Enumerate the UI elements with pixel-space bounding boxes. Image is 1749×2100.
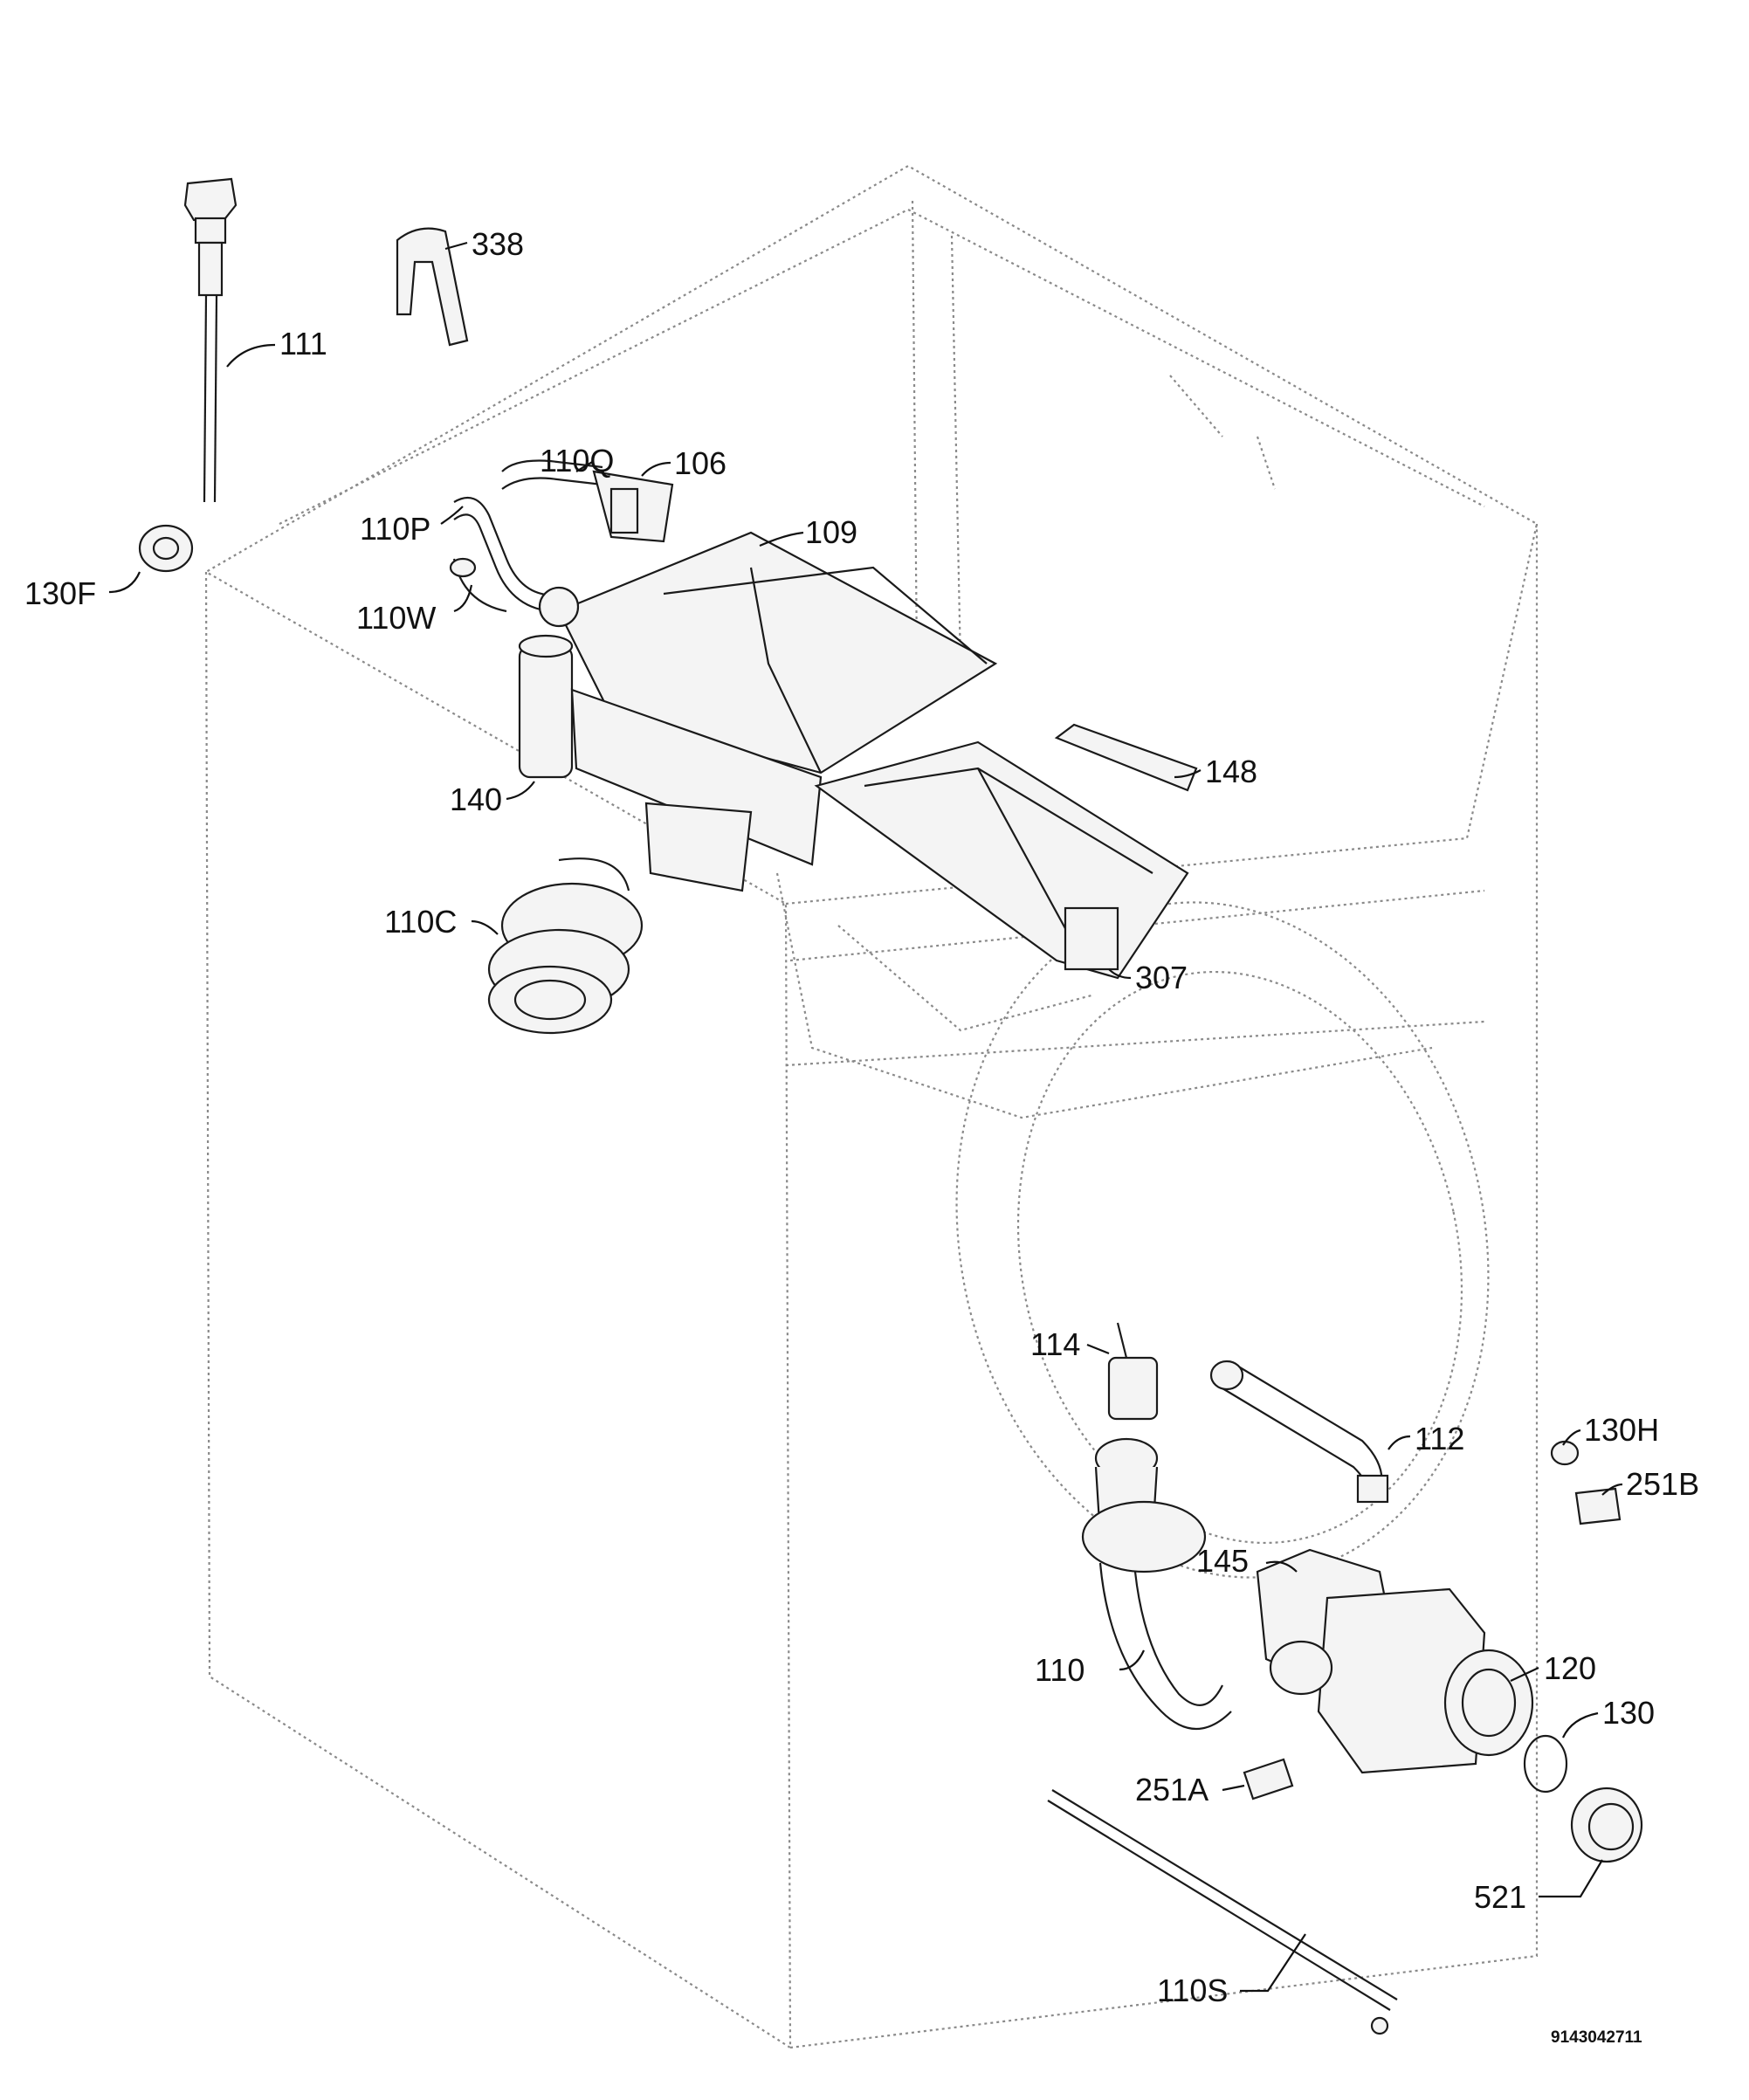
panel-strip-148-part xyxy=(1054,723,1198,792)
pressure-switch-114-part xyxy=(1107,1322,1159,1421)
cabinet-outline xyxy=(204,164,1539,2050)
part-label-110Q: 110Q xyxy=(540,443,615,479)
internal-hoses-part xyxy=(449,459,603,613)
part-label-148: 148 xyxy=(1205,754,1258,789)
part-label-110S: 110S xyxy=(1157,1973,1229,2008)
o-ring-130-part xyxy=(1523,1734,1568,1794)
clip-251B-part xyxy=(1574,1487,1622,1525)
rod-110S-part xyxy=(1047,1789,1398,2035)
part-label-110W: 110W xyxy=(356,600,437,636)
part-label-140: 140 xyxy=(450,781,503,817)
part-label-251B: 251B xyxy=(1626,1466,1700,1502)
part-label-111: 111 xyxy=(279,326,327,361)
inlet-hose-part xyxy=(183,177,238,503)
sump-hose-110-part xyxy=(1081,1437,1232,1730)
part-label-110C: 110C xyxy=(384,904,458,940)
part-label-307: 307 xyxy=(1135,960,1188,995)
inlet-valve-part xyxy=(592,470,674,543)
clip-251A-part xyxy=(1243,1758,1294,1800)
part-label-110: 110 xyxy=(1035,1652,1085,1688)
hose-clip-part xyxy=(396,227,469,347)
part-label-130: 130 xyxy=(1602,1695,1656,1731)
part-label-145: 145 xyxy=(1196,1543,1250,1579)
part-label-112: 112 xyxy=(1415,1421,1465,1456)
part-label-130F: 130F xyxy=(24,575,97,611)
leader-lines xyxy=(108,241,1623,1993)
filter-cap-521-part xyxy=(1570,1787,1643,1863)
dispenser-housing-part xyxy=(518,531,998,892)
part-label-114: 114 xyxy=(1030,1326,1081,1362)
nut-130H-part xyxy=(1550,1440,1580,1466)
part-label-130H: 130H xyxy=(1584,1412,1660,1448)
drain-pump-part xyxy=(1256,1548,1534,1774)
part-label-109: 109 xyxy=(805,514,858,550)
detergent-drawer-part xyxy=(814,740,1189,980)
part-label-110P: 110P xyxy=(360,511,431,547)
part-label-521: 521 xyxy=(1474,1879,1527,1915)
drain-hose-112-part xyxy=(1209,1360,1389,1504)
drawing-code: 9143042711 xyxy=(1551,2028,1642,2047)
nut-130F-part xyxy=(138,524,194,573)
part-label-120: 120 xyxy=(1544,1650,1597,1686)
part-label-251A: 251A xyxy=(1135,1772,1209,1807)
part-label-338: 338 xyxy=(472,226,525,262)
part-label-106: 106 xyxy=(674,445,727,481)
bellows-part xyxy=(487,857,644,1035)
